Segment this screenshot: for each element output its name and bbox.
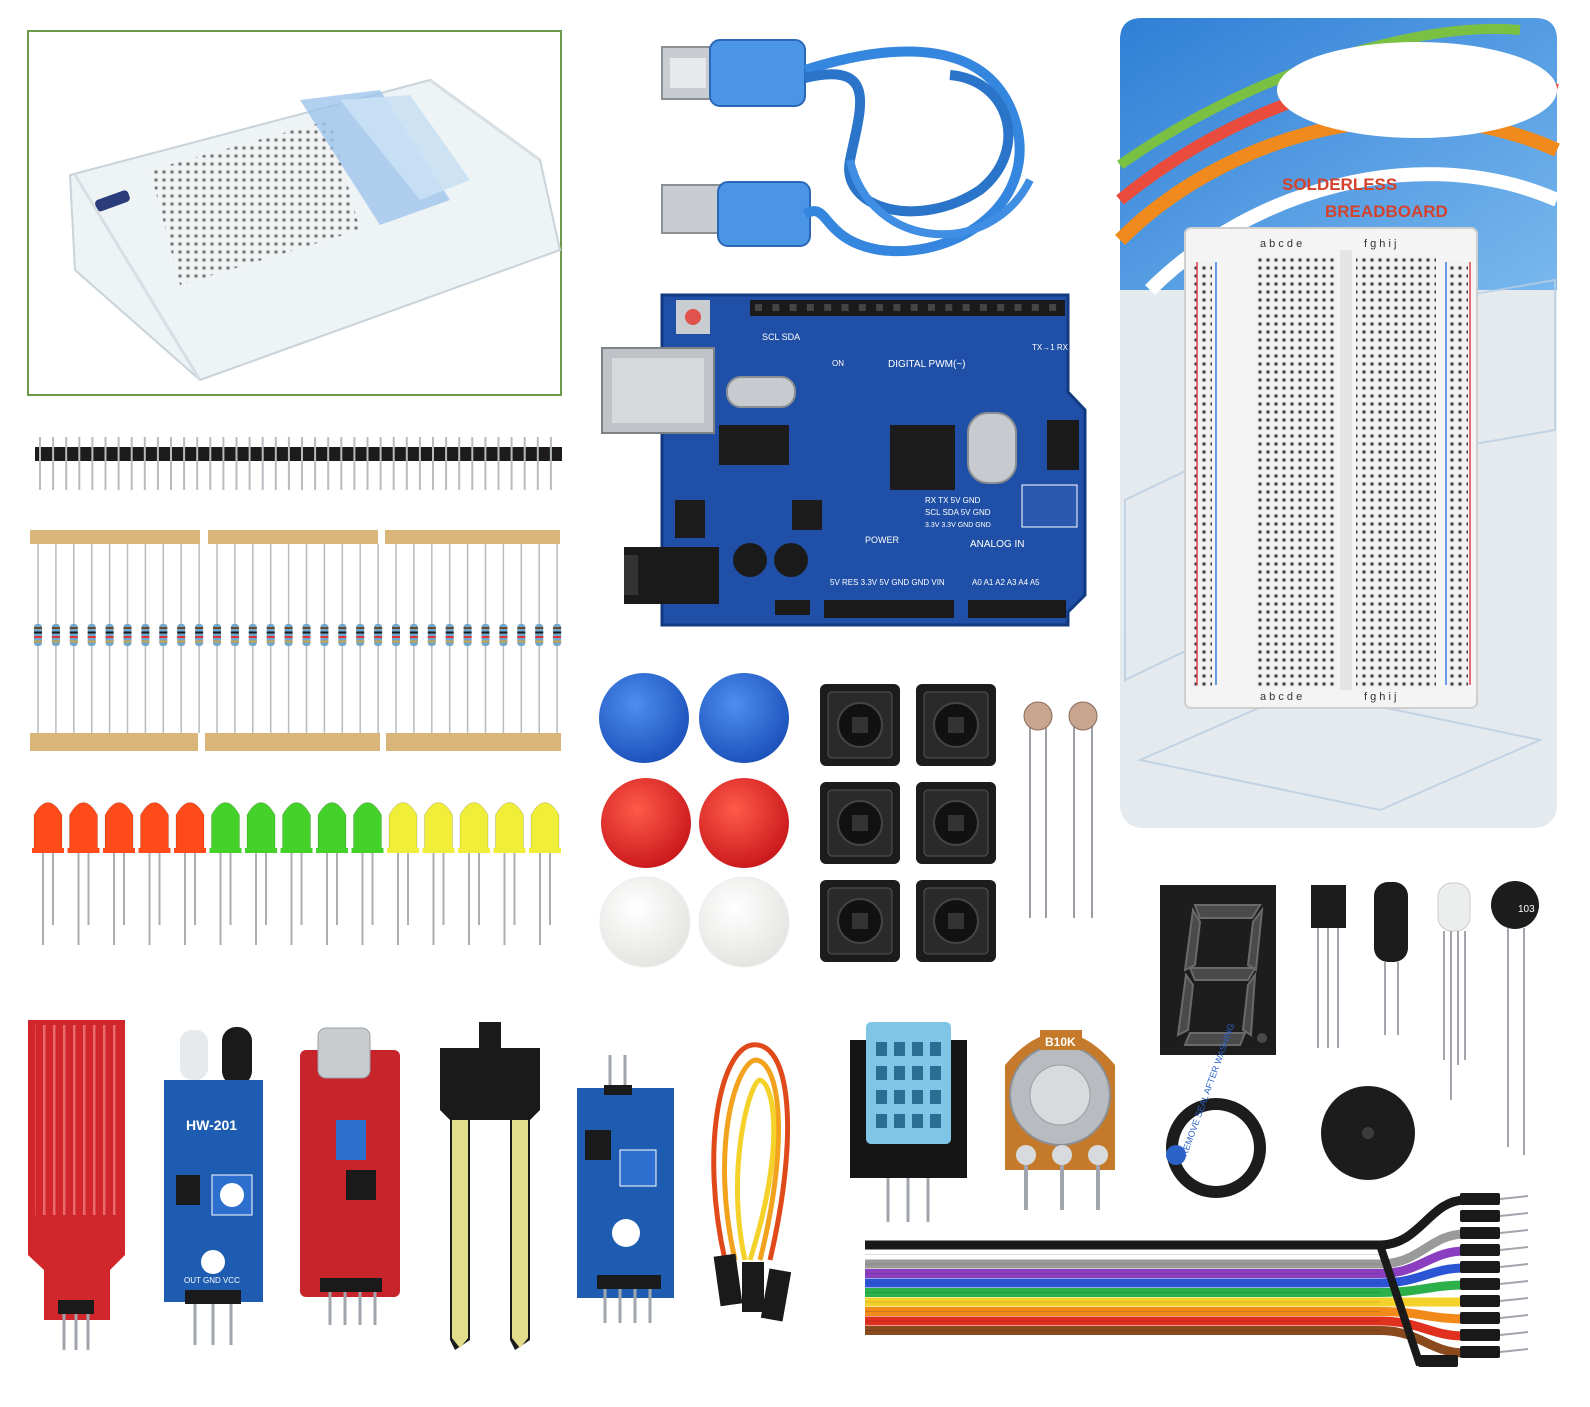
- pin-row3-label: 3.3V 3.3V GND GND: [925, 522, 991, 529]
- on-label: ON: [832, 359, 844, 368]
- ir-pins-label: OUT GND VCC: [184, 1276, 240, 1285]
- tx-rx-label: TX→1 RX←0: [1032, 343, 1081, 352]
- dupont-connector: [1460, 1295, 1500, 1307]
- led: [495, 802, 524, 851]
- potentiometer-label: B10K: [1045, 1035, 1076, 1049]
- scl-sda-label: SCL SDA: [762, 332, 800, 342]
- dupont-connector: [1460, 1210, 1500, 1222]
- bb-cols-right-top: f g h i j: [1364, 238, 1396, 250]
- dupont-connector: [1460, 1261, 1500, 1273]
- bb-cols-right-bottom: f g h i j: [1364, 691, 1396, 703]
- led: [175, 802, 205, 851]
- arduino-board: DIGITAL PWM(~) POWER ANALOG IN SCL SDA T…: [601, 293, 1087, 627]
- seven-segment-display: [1160, 885, 1276, 1055]
- leds: [32, 802, 561, 945]
- resistor-strip: [30, 530, 562, 751]
- ir-module-label: HW-201: [186, 1117, 237, 1133]
- jumper-wires-short: [711, 1042, 792, 1322]
- sound-sensor-module: [300, 1027, 400, 1325]
- led: [104, 802, 134, 851]
- analog-in-label: ANALOG IN: [970, 539, 1024, 550]
- header-pins: [35, 437, 562, 490]
- led: [317, 802, 347, 851]
- led: [282, 802, 311, 851]
- power-label: POWER: [865, 535, 900, 545]
- led: [459, 802, 489, 851]
- small-components: 103: [1311, 881, 1539, 1155]
- button-caps: [599, 673, 790, 968]
- pin-row2-label: SCL SDA 5V GND: [925, 508, 991, 517]
- led: [246, 802, 276, 851]
- soil-moisture-probe: [440, 1022, 540, 1350]
- water-level-sensor: [28, 1020, 125, 1350]
- dupont-connector: [1460, 1346, 1500, 1358]
- dupont-connector: [1460, 1312, 1500, 1324]
- breadboard-title-2: BREADBOARD: [1325, 202, 1448, 221]
- led: [388, 802, 418, 851]
- led: [33, 802, 63, 851]
- dht11-module: [850, 1022, 967, 1222]
- bb-cols-left-top: a b c d e: [1260, 238, 1302, 250]
- led: [353, 802, 382, 851]
- usb-cable: [661, 39, 1034, 257]
- led: [69, 802, 98, 851]
- ntc-label: 103: [1518, 904, 1535, 915]
- dupont-connector: [1460, 1244, 1500, 1256]
- bb-cols-left-bottom: a b c d e: [1260, 691, 1302, 703]
- analog-pins-label: A0 A1 A2 A3 A4 A5: [972, 578, 1040, 587]
- dupont-connector: [1460, 1227, 1500, 1239]
- potentiometer: B10K: [1005, 1030, 1115, 1210]
- led: [140, 802, 169, 851]
- breadboard-title-1: SOLDERLESS: [1282, 175, 1397, 194]
- pin-row-label: RX TX 5V GND: [925, 496, 981, 505]
- storage-box: [27, 30, 562, 396]
- blue-sensor-module: [577, 1055, 674, 1323]
- dupont-connector: [1460, 1193, 1500, 1205]
- ir-sensor-module: HW-201 OUT GND VCC: [164, 1027, 263, 1345]
- buzzers: REMOVE SEAL AFTER WASHING: [1166, 1022, 1415, 1198]
- photoresistors: [1023, 701, 1098, 918]
- digital-pwm-label: DIGITAL PWM(~): [888, 359, 966, 370]
- dupont-connector: [1460, 1329, 1500, 1341]
- ribbon-jumper-cable: [865, 1193, 1529, 1367]
- header-pin-row: [39, 437, 552, 490]
- dupont-connector: [1460, 1278, 1500, 1290]
- led: [211, 802, 240, 851]
- tactile-switches: [820, 684, 996, 962]
- power-pins-label: 5V RES 3.3V 5V GND GND VIN: [830, 578, 945, 587]
- led: [530, 802, 560, 851]
- resistors: [34, 544, 562, 733]
- led: [424, 802, 453, 851]
- breadboard-card: SOLDERLESS BREADBOARD a b c d e f g h i …: [1115, 18, 1560, 828]
